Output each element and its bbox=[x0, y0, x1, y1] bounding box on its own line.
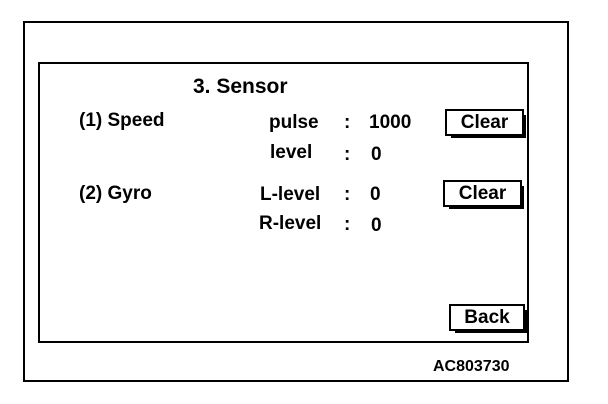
r-level-separator: : bbox=[344, 214, 351, 235]
pulse-label: pulse bbox=[269, 112, 319, 133]
speed-clear-button[interactable]: Clear bbox=[445, 109, 526, 138]
pulse-value: 1000 bbox=[369, 112, 412, 133]
speed-label: (1) Speed bbox=[79, 110, 165, 131]
back-button[interactable]: Back bbox=[449, 304, 527, 333]
level-value: 0 bbox=[371, 144, 382, 165]
gyro-label: (2) Gyro bbox=[79, 183, 152, 204]
figure-frame bbox=[23, 21, 569, 382]
r-level-label: R-level bbox=[259, 213, 322, 234]
sensor-screen: 3. Sensor (1) Speed pulse : 1000 level :… bbox=[38, 62, 529, 343]
figure-code: AC803730 bbox=[433, 358, 510, 375]
page-title: 3. Sensor bbox=[193, 75, 288, 98]
level-label: level bbox=[270, 142, 313, 163]
l-level-label: L-level bbox=[260, 184, 321, 205]
level-separator: : bbox=[344, 144, 351, 165]
l-level-value: 0 bbox=[370, 184, 381, 205]
gyro-clear-button[interactable]: Clear bbox=[443, 180, 524, 209]
l-level-separator: : bbox=[344, 184, 351, 205]
pulse-separator: : bbox=[344, 112, 351, 133]
r-level-value: 0 bbox=[371, 215, 382, 236]
